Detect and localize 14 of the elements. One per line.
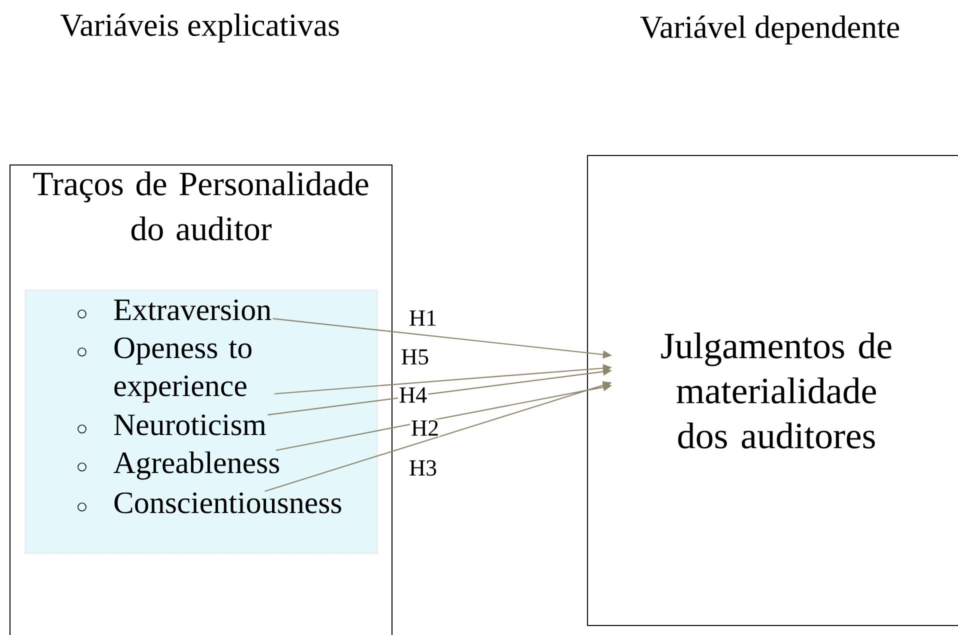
edge-label: H5 — [402, 349, 428, 365]
column-heading: Variáveis explicativas — [60, 13, 339, 43]
edge-label: H1 — [410, 310, 436, 326]
list-box — [25, 290, 378, 554]
outcome-box: Julgamentos de materialidade dos auditores — [587, 155, 958, 626]
list-item: Extraversion — [114, 299, 272, 320]
list-item: Agreableness — [114, 451, 280, 480]
edge-label: H3 — [410, 460, 436, 476]
edge-label: H4 — [400, 387, 427, 403]
list-item: Openess to experience — [114, 337, 252, 403]
list-item: Conscientiousness — [114, 492, 342, 514]
list-item: Neuroticism — [114, 414, 266, 436]
column-heading: Variável dependente — [640, 15, 900, 45]
edge-label: H2 — [412, 420, 438, 436]
